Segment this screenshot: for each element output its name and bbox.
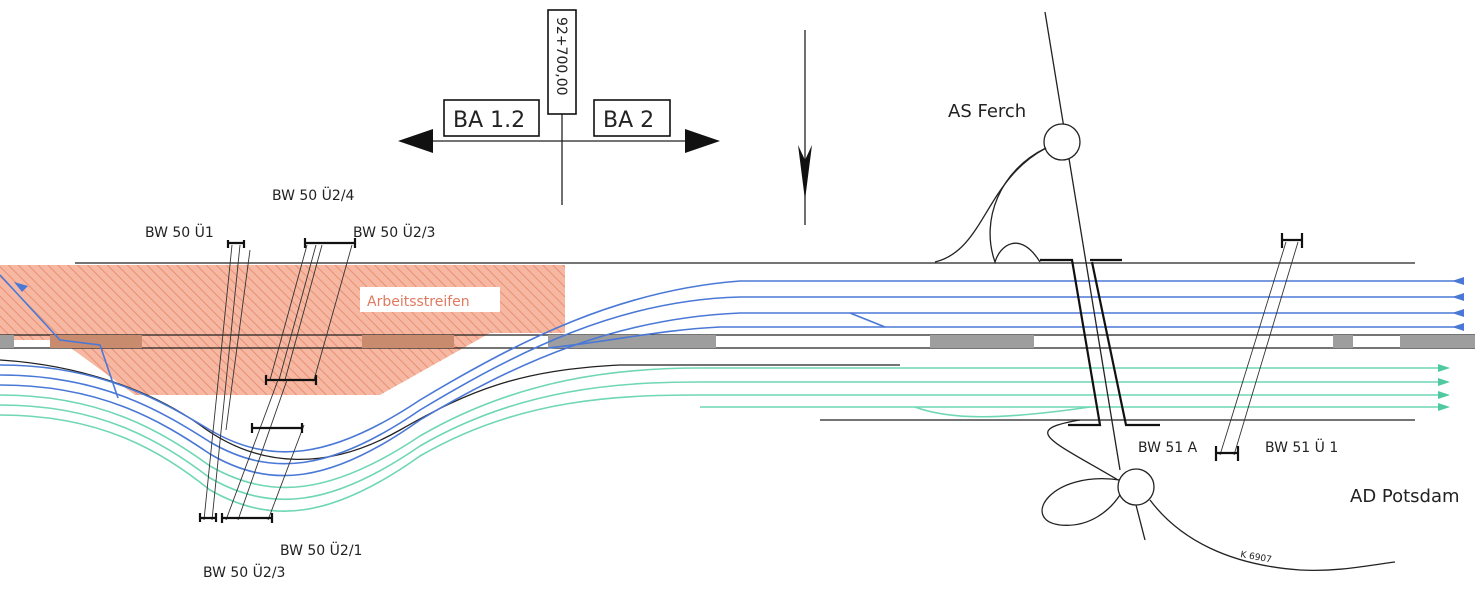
lane-arrow-green bbox=[1438, 391, 1450, 399]
lane-arrow-green bbox=[1438, 364, 1450, 372]
label-bw50-u1: BW 50 Ü1 bbox=[145, 223, 214, 241]
median-block bbox=[548, 335, 716, 348]
bridge-line bbox=[211, 244, 241, 521]
green-lane bbox=[0, 367, 1445, 489]
arrow-left-icon bbox=[398, 129, 433, 153]
median-block bbox=[930, 335, 1034, 348]
label-bw50-u2-3-bottom: BW 50 Ü2/3 bbox=[203, 563, 285, 581]
bridge-line bbox=[225, 249, 251, 431]
bridge-line bbox=[278, 244, 317, 381]
ramp-south-left bbox=[1047, 419, 1119, 481]
blue-lane bbox=[0, 280, 1460, 453]
blue-lane bbox=[0, 296, 1460, 465]
bridge-end bbox=[264, 375, 318, 385]
blue-detour-arrow bbox=[14, 282, 28, 292]
green-ramp bbox=[914, 406, 1091, 418]
green-lane bbox=[0, 394, 1445, 512]
overpass-edge bbox=[1090, 258, 1160, 427]
section-left-label: BA 1.2 bbox=[453, 108, 525, 133]
bridge-end bbox=[1280, 233, 1304, 248]
crossing-road-south bbox=[1135, 504, 1146, 541]
bridge-line bbox=[267, 424, 305, 521]
label-bw50-u2-1: BW 50 Ü2/1 bbox=[280, 541, 362, 559]
median-block bbox=[362, 335, 454, 348]
down-arrow-icon bbox=[798, 145, 812, 200]
bridge-end bbox=[250, 423, 304, 433]
station-label: 92+700,00 bbox=[553, 17, 569, 96]
crossing-road bbox=[1044, 11, 1121, 471]
work-strip-label-box bbox=[360, 287, 500, 312]
label-bw51-u1: BW 51 Ü 1 bbox=[1265, 438, 1338, 456]
lane-arrow-blue bbox=[1452, 293, 1464, 301]
lane-arrow-blue bbox=[1452, 309, 1464, 317]
bridge-end bbox=[220, 513, 274, 523]
label-bw50-u2-4: BW 50 Ü2/4 bbox=[272, 186, 355, 204]
blue-ramp bbox=[849, 312, 886, 328]
lane-arrow-blue bbox=[1452, 277, 1464, 285]
bridge-end bbox=[1214, 446, 1240, 461]
median-block bbox=[0, 335, 14, 348]
section-left-box bbox=[443, 99, 540, 137]
work-strip-label: Arbeitsstreifen bbox=[367, 294, 470, 310]
ramp-south bbox=[1041, 478, 1121, 526]
roundabout-south bbox=[1117, 468, 1155, 506]
bridge-line bbox=[313, 244, 353, 381]
median-block bbox=[50, 335, 142, 348]
label-as-ferch: AS Ferch bbox=[948, 101, 1026, 122]
lane-arrow-blue bbox=[1452, 323, 1464, 331]
bridge-end bbox=[226, 240, 246, 248]
bridge-line bbox=[284, 244, 323, 381]
lane-arrow-green bbox=[1438, 378, 1450, 386]
station-box bbox=[547, 9, 577, 115]
blue-lane bbox=[0, 312, 1460, 477]
bridge-line bbox=[269, 244, 308, 381]
bridge-end bbox=[198, 513, 218, 522]
bridge-line bbox=[203, 244, 233, 521]
overpass-edge bbox=[1040, 258, 1102, 427]
green-lane bbox=[0, 381, 1445, 500]
label-ad-potsdam: AD Potsdam bbox=[1350, 486, 1460, 507]
roundabout-north bbox=[1043, 123, 1081, 161]
bridge-line bbox=[1233, 241, 1299, 456]
section-right-box bbox=[593, 99, 671, 137]
label-bw51-a: BW 51 A bbox=[1138, 440, 1198, 456]
bridge-end bbox=[303, 238, 357, 248]
bridge-line bbox=[237, 379, 288, 521]
ramp-south-east bbox=[1149, 499, 1396, 571]
ramp-north bbox=[989, 147, 1047, 265]
bridge-line bbox=[1219, 241, 1287, 456]
median-block bbox=[1333, 335, 1353, 348]
section-right-label: BA 2 bbox=[603, 108, 654, 133]
median-block bbox=[1400, 335, 1475, 348]
lane-arrow-green bbox=[1438, 403, 1450, 411]
label-bw50-u2-3-top: BW 50 Ü2/3 bbox=[353, 223, 435, 241]
ramp-north-left bbox=[934, 147, 1047, 263]
blue-detour bbox=[0, 274, 119, 399]
bridge-line bbox=[225, 379, 279, 521]
blue-lane bbox=[547, 326, 1460, 349]
arrow-right-icon bbox=[685, 129, 720, 153]
